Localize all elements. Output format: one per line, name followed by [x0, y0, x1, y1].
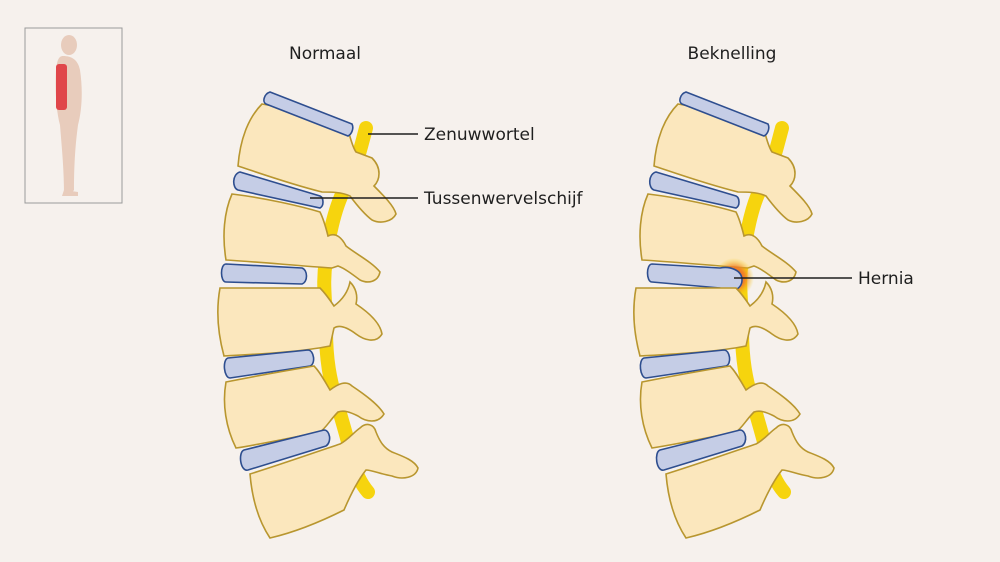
- pinched-vertebra-1: [653, 103, 813, 223]
- pinched-disc-1: [679, 91, 770, 137]
- disc-label: Tussenwervelschijf: [423, 189, 584, 209]
- normal-disc-3: [220, 263, 308, 285]
- pinched-disc-3-herniated: [646, 263, 743, 292]
- body-thumbnail: [24, 27, 123, 204]
- human-side-silhouette-icon: [55, 35, 82, 196]
- lower-back-highlight: [56, 64, 67, 110]
- normal-vertebra-1: [237, 103, 397, 223]
- hernia-label: Hernia: [858, 269, 914, 289]
- pinched-title: Beknelling: [688, 44, 777, 64]
- normal-vertebra-3: [217, 280, 383, 357]
- normal-title: Normaal: [289, 44, 361, 64]
- pinched-vertebra-2: [639, 193, 797, 283]
- normal-vertebra-2: [223, 193, 381, 283]
- pinched-vertebra-5: [665, 423, 835, 539]
- pinched-disc-2: [648, 171, 740, 209]
- normal-disc-5: [239, 429, 331, 471]
- normal-disc-1: [263, 91, 354, 137]
- pinched-disc-5: [655, 429, 747, 471]
- pinched-vertebra-3: [633, 280, 799, 357]
- pinched-spine: [633, 91, 835, 539]
- normal-spine: [217, 91, 419, 539]
- nerve-root-label: Zenuwwortel: [424, 125, 535, 145]
- pinched-vertebra-4: [639, 365, 801, 449]
- normal-vertebra-5: [249, 423, 419, 539]
- normal-vertebra-4: [223, 365, 385, 449]
